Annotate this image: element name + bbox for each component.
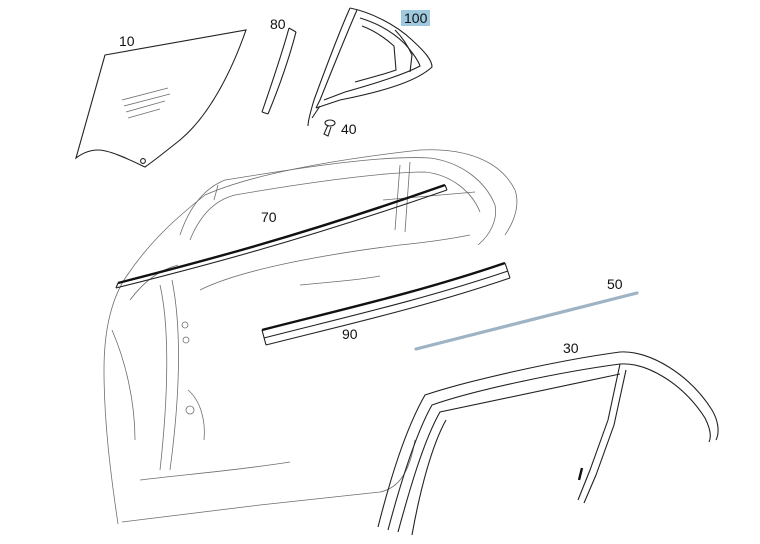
door-frame-seal-part — [377, 351, 719, 536]
callout-label-50: 50 — [607, 276, 623, 292]
clip-part — [323, 119, 336, 137]
callout-label-90: 90 — [342, 326, 358, 342]
callout-label-100: 100 — [401, 10, 431, 26]
inner-seal-part — [261, 261, 511, 346]
trim-strip-part — [414, 291, 639, 351]
belt-molding-part — [115, 183, 448, 289]
door-outline — [103, 149, 518, 525]
seal-strip-part — [261, 27, 297, 115]
callout-label-30: 30 — [563, 340, 579, 356]
quarter-window-part — [307, 7, 433, 127]
rear-glass-part — [75, 29, 247, 168]
callout-label-80: 80 — [270, 16, 286, 32]
callout-label-70: 70 — [261, 209, 277, 225]
callout-label-40: 40 — [341, 121, 357, 137]
callout-label-10: 10 — [119, 33, 135, 49]
